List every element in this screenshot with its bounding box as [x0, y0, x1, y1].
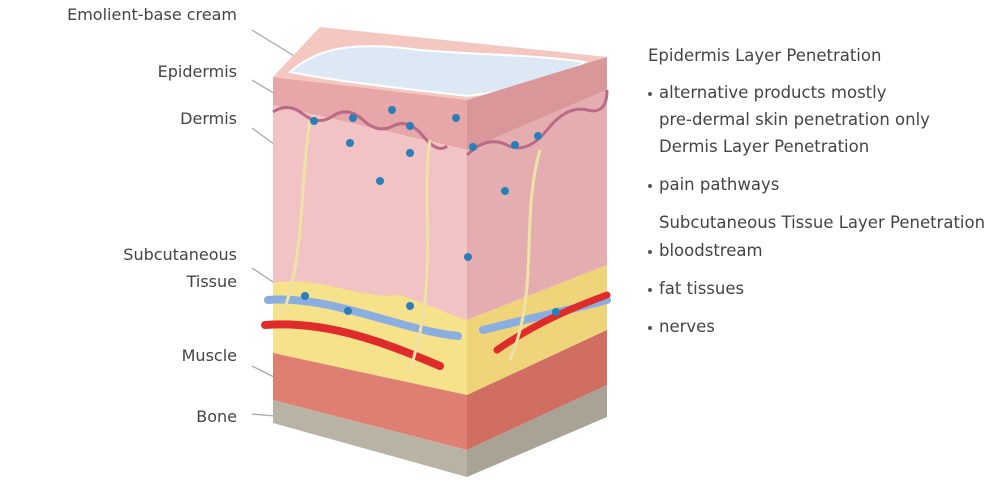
subcutaneous-heading: Subcutaneous Tissue Layer Penetration [659, 213, 986, 232]
artery [261, 320, 444, 370]
label-dermis: Dermis [180, 109, 237, 128]
epidermis-heading: Epidermis Layer Penetration [648, 46, 882, 65]
label-subcutaneous-line2: Tissue [186, 272, 237, 291]
cream-layer [287, 45, 588, 98]
list-item: pain pathways [648, 175, 985, 195]
list-item: alternative products mostly [648, 83, 985, 103]
label-cream: Emolient-base cream [67, 5, 237, 24]
penetration-panel: Epidermis Layer Penetration alternative … [648, 46, 985, 337]
nerves [280, 119, 542, 371]
label-muscle: Muscle [181, 346, 237, 365]
dermis-front [273, 105, 467, 320]
fat-side [467, 265, 607, 395]
vein [264, 295, 462, 340]
label-subcutaneous-line1: Subcutaneous [123, 245, 237, 264]
dermis-side [467, 90, 607, 320]
bone-front [273, 400, 467, 477]
list-item-continuation: pre-dermal skin penetration only [659, 110, 930, 129]
label-bone: Bone [196, 407, 237, 426]
dermal-junction [272, 89, 609, 157]
leader-line-bone [251, 413, 276, 417]
list-item: nerves [648, 317, 985, 337]
bone-side [467, 385, 607, 477]
particles [301, 106, 560, 316]
list-item: fat tissues [648, 279, 985, 299]
muscle-front [273, 353, 467, 450]
muscle-side [467, 330, 607, 450]
epidermis-side [467, 57, 607, 150]
list-item: bloodstream [648, 241, 985, 261]
dermis-heading: Dermis Layer Penetration [659, 137, 870, 156]
label-epidermis: Epidermis [157, 62, 237, 81]
